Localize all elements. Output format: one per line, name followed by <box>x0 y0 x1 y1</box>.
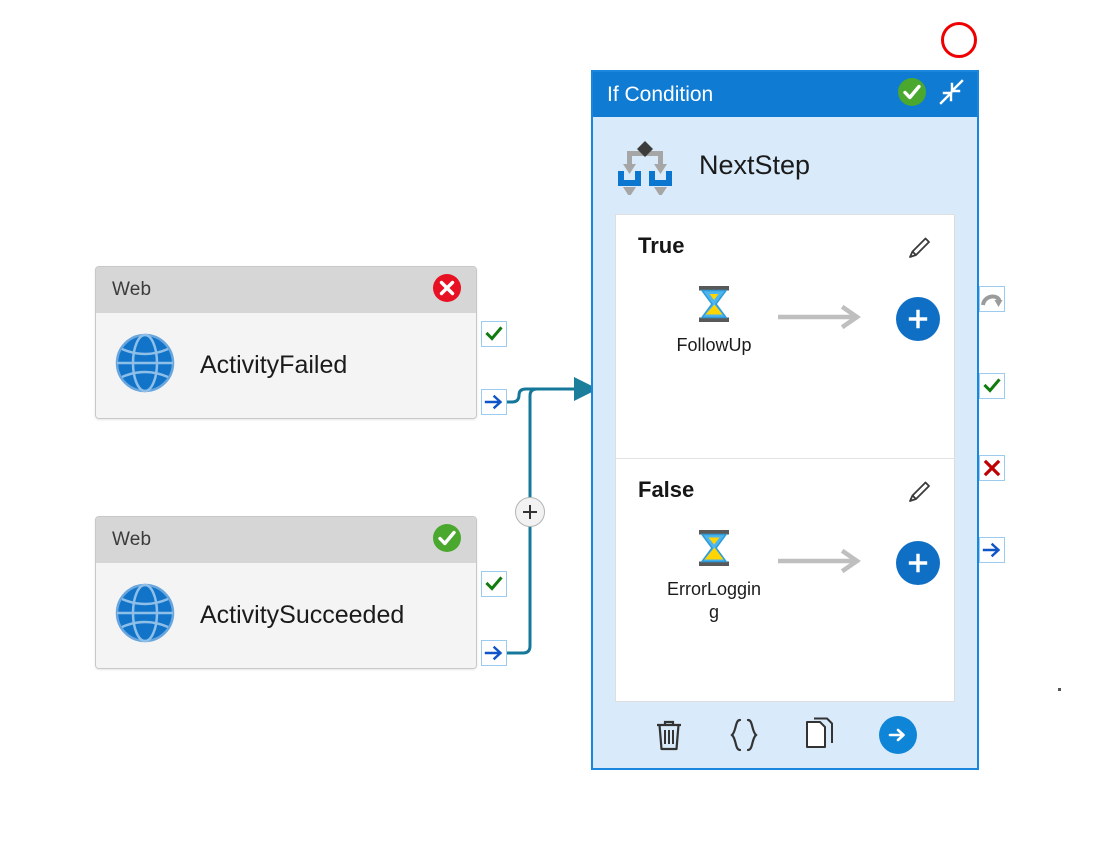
card-header-title: Web <box>112 279 152 300</box>
trash-icon <box>657 720 681 751</box>
green-check-icon <box>485 576 503 591</box>
branch-false: False <box>616 458 954 701</box>
go-button[interactable] <box>879 716 917 754</box>
collapse-diagonal-arrows-icon[interactable] <box>933 75 967 114</box>
panel-subhead: NextStep <box>593 117 977 214</box>
pencil-icon[interactable] <box>904 233 934 268</box>
branch-true: True <box>616 215 954 458</box>
green-check-icon <box>485 326 503 341</box>
activity-card-activitysucceeded[interactable]: Web ActivitySucceeded <box>95 516 477 669</box>
plus-icon <box>908 553 928 573</box>
completion-badge-card1[interactable] <box>481 389 507 415</box>
activity-label: ActivitySucceeded <box>200 601 405 629</box>
if-condition-panel[interactable]: If Condition <box>591 70 979 770</box>
branch-decision-icon <box>613 131 677 200</box>
branch-activity-name: FollowUp <box>676 335 752 355</box>
completion-badge-panel[interactable] <box>979 537 1005 563</box>
arrow-right-icon <box>777 304 868 334</box>
branch-title: True <box>638 233 685 258</box>
blue-arrow-right-icon <box>484 394 503 410</box>
success-circle-icon <box>897 77 927 112</box>
arrow-right-circle-icon <box>888 728 905 742</box>
card-body: ActivityFailed <box>96 313 476 418</box>
failure-badge-panel[interactable] <box>979 455 1005 481</box>
panel-header: If Condition <box>593 72 977 117</box>
copy-pages-icon <box>806 717 833 748</box>
plus-icon <box>523 505 537 519</box>
branch-title: False <box>638 477 695 502</box>
annotation-circle <box>941 22 977 58</box>
blue-arrow-right-icon <box>484 645 503 661</box>
hourglass-icon <box>693 283 735 330</box>
error-circle-icon <box>432 273 462 308</box>
plus-icon <box>908 309 928 329</box>
curly-braces-icon <box>730 718 758 752</box>
branch-activity-name: ErrorLogging <box>666 579 762 622</box>
success-circle-icon <box>432 523 462 558</box>
panel-toolbar <box>593 702 977 768</box>
add-activity-button-false[interactable] <box>896 541 940 585</box>
skip-badge-panel[interactable] <box>979 286 1005 312</box>
card-header: Web <box>96 267 476 313</box>
add-connector-node[interactable] <box>515 497 545 527</box>
skip-curved-arrow-icon <box>981 294 1003 307</box>
card-header-title: Web <box>112 529 152 550</box>
panel-title: If Condition <box>607 82 714 106</box>
branch-container: True <box>615 214 955 702</box>
red-x-icon <box>983 459 1001 477</box>
branch-activity-false[interactable]: ErrorLogging <box>666 527 762 623</box>
success-badge-card2[interactable] <box>481 571 507 597</box>
success-badge-panel[interactable] <box>979 373 1005 399</box>
green-check-icon <box>983 378 1001 393</box>
arrow-right-icon <box>777 548 868 578</box>
duplicate-button[interactable] <box>803 717 837 753</box>
panel-subhead-label: NextStep <box>699 150 811 180</box>
completion-badge-card2[interactable] <box>481 640 507 666</box>
activity-card-activityfailed[interactable]: Web ActivityFailed <box>95 266 477 419</box>
activity-label: ActivityFailed <box>200 351 348 379</box>
card-header: Web <box>96 517 476 563</box>
success-badge-card1[interactable] <box>481 321 507 347</box>
add-activity-button-true[interactable] <box>896 297 940 341</box>
globe-icon <box>114 582 176 649</box>
hourglass-icon <box>693 527 735 574</box>
globe-icon <box>114 332 176 399</box>
delete-button[interactable] <box>653 718 685 752</box>
card-body: ActivitySucceeded <box>96 563 476 668</box>
pencil-icon[interactable] <box>904 477 934 512</box>
stray-dot <box>1058 688 1061 691</box>
blue-arrow-right-icon <box>982 542 1001 558</box>
branch-activity-true[interactable]: FollowUp <box>666 283 762 357</box>
code-button[interactable] <box>727 717 761 753</box>
